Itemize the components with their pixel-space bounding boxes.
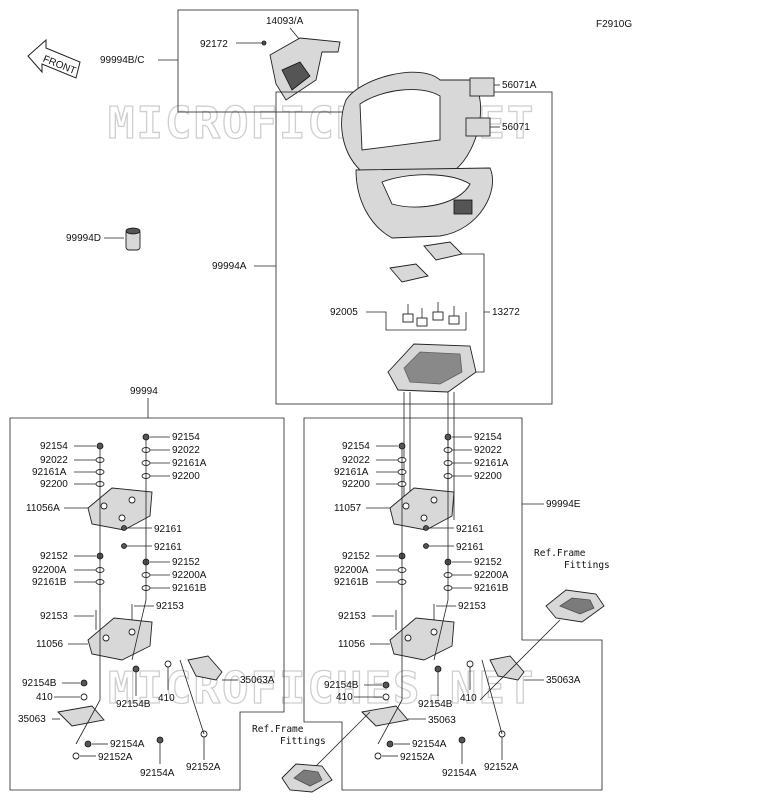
label-14093a: 14093/A: [266, 16, 304, 27]
label-l-92200a: 92200A: [32, 565, 67, 576]
label-l-410: 410: [36, 692, 53, 703]
label-rr-35063a: 35063A: [546, 675, 581, 686]
label-r-410: 410: [336, 692, 353, 703]
label-99994: 99994: [130, 386, 158, 397]
watermark-bottom: MICROFICHES.NET: [108, 663, 535, 714]
label-56071: 56071: [502, 122, 530, 133]
label-13272: 13272: [492, 307, 520, 318]
label-rr-92022: 92022: [474, 445, 502, 456]
label-rr-92152a-2: 92152A: [484, 762, 519, 773]
top-case-part: [341, 71, 493, 239]
ref-frame-right-2: Fittings: [564, 560, 610, 571]
left-bracket-hardware: 92154 92022 92161A 92200 92154 92022 921…: [18, 432, 275, 779]
label-rr-92154a: 92154A: [412, 739, 447, 750]
label-lr-35063a: 35063A: [240, 675, 275, 686]
label-99994a: 99994A: [212, 261, 247, 272]
label-r-92154: 92154: [342, 441, 370, 452]
label-l-11056a: 11056A: [26, 503, 60, 514]
label-lr-92154a: 92154A: [110, 739, 145, 750]
label-l-92153: 92153: [40, 611, 68, 622]
label-r-35063: 35063: [428, 715, 456, 726]
label-l-92161b: 92161B: [32, 577, 67, 588]
label-rr-92154b: 92154B: [418, 699, 453, 710]
label-92005: 92005: [330, 307, 358, 318]
label-rr-92161: 92161: [456, 524, 484, 535]
label-l-92154: 92154: [40, 441, 68, 452]
label-rr-92154a-2: 92154A: [442, 768, 477, 779]
label-lr-92154a-2: 92154A: [140, 768, 175, 779]
frame-fitting-left-part: [281, 763, 333, 793]
label-rr-92161-2: 92161: [456, 542, 484, 553]
label-lr-92152a-2: 92152A: [186, 762, 221, 773]
label-lr-92022: 92022: [172, 445, 200, 456]
callout-box-99994e: [303, 417, 603, 791]
label-lr-92161-2: 92161: [154, 542, 182, 553]
figure-code: F2910G: [596, 19, 632, 30]
label-92172: 92172: [200, 39, 228, 50]
label-l-92154b: 92154B: [22, 678, 57, 689]
right-bracket-hardware: 92154 92022 92161A 92200 92154 92022 921…: [324, 432, 581, 779]
label-lr-92154: 92154: [172, 432, 200, 443]
label-lr-92200: 92200: [172, 471, 200, 482]
label-rr-92152a: 92152A: [400, 752, 435, 763]
frame-fitting-right-part: [545, 589, 605, 623]
label-rr-92152: 92152: [474, 557, 502, 568]
label-lr-92152: 92152: [172, 557, 200, 568]
label-l-92161a: 92161A: [32, 467, 67, 478]
reflector-56071: [465, 117, 491, 137]
label-lr-92154b: 92154B: [116, 699, 151, 710]
label-r-92152: 92152: [342, 551, 370, 562]
label-r-92022: 92022: [342, 455, 370, 466]
label-r-92154b: 92154B: [324, 680, 359, 691]
ref-frame-left-1: Ref.Frame: [252, 724, 304, 735]
label-lr-92161b: 92161B: [172, 583, 207, 594]
front-arrow-icon: FRONT: [27, 38, 81, 79]
label-99994e: 99994E: [546, 499, 581, 510]
label-r-92161b: 92161B: [334, 577, 369, 588]
label-rr-92200: 92200: [474, 471, 502, 482]
label-r-92200: 92200: [342, 479, 370, 490]
callout-box-99994bc: [177, 9, 359, 113]
label-l-35063: 35063: [18, 714, 46, 725]
label-rr-92161a: 92161A: [474, 458, 509, 469]
callout-box-99994: [9, 417, 285, 791]
label-lr-92161: 92161: [154, 524, 182, 535]
label-lr-410: 410: [158, 693, 175, 704]
label-r-11057: 11057: [334, 503, 362, 514]
label-99994d: 99994D: [66, 233, 101, 244]
bolts-92005: [402, 302, 460, 327]
label-r-92153: 92153: [338, 611, 366, 622]
label-r-92161a: 92161A: [334, 467, 369, 478]
label-l-92022: 92022: [40, 455, 68, 466]
label-56071a: 56071A: [502, 80, 537, 91]
label-r-11056: 11056: [338, 639, 366, 650]
label-l-92152: 92152: [40, 551, 68, 562]
label-lr-92161a: 92161A: [172, 458, 207, 469]
cover-part: [269, 37, 341, 101]
label-lr-92200a: 92200A: [172, 570, 207, 581]
label-rr-92161b: 92161B: [474, 583, 509, 594]
reflector-56071a: [469, 77, 495, 97]
label-lr-92152a: 92152A: [98, 752, 133, 763]
label-r-92200a: 92200A: [334, 565, 369, 576]
label-rr-92200a: 92200A: [474, 570, 509, 581]
label-lr-92153: 92153: [156, 601, 184, 612]
ref-frame-left-2: Fittings: [280, 736, 326, 747]
label-rr-92154: 92154: [474, 432, 502, 443]
label-l-92200: 92200: [40, 479, 68, 490]
label-l-11056: 11056: [36, 639, 64, 650]
key-cylinder-part: [125, 227, 141, 251]
ref-frame-right-1: Ref.Frame: [534, 548, 586, 559]
label-99994bc: 99994B/C: [100, 55, 144, 66]
base-plate-part: [387, 343, 477, 393]
pad-13272: [389, 241, 463, 283]
label-rr-410: 410: [460, 693, 477, 704]
label-rr-92153: 92153: [458, 601, 486, 612]
